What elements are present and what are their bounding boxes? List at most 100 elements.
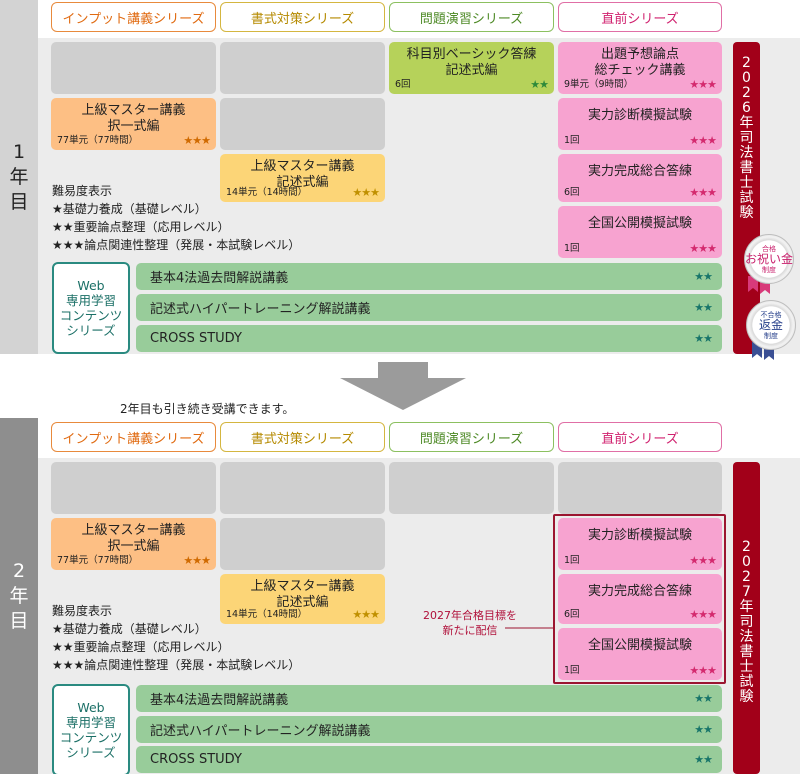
legend-title: 難易度表示 [52, 184, 113, 198]
note-line: 2027年合格目標を [423, 609, 517, 622]
course-master-written[interactable]: 上級マスター講義記述式編 14単元（14時間） ★★★ [220, 154, 385, 202]
course-national[interactable]: 全国公開模擬試験 1回 ★★★ [558, 206, 722, 258]
category-label: 問題演習シリーズ [419, 431, 524, 447]
year-1-label-1: 1 [12, 140, 26, 163]
exam-char: 試 [739, 674, 754, 690]
category-input-1: インプット講義シリーズ [51, 2, 216, 32]
year-2-label-1: 2 [12, 559, 26, 582]
course-completion[interactable]: 実力完成総合答練 6回 ★★★ [558, 154, 722, 202]
exam-char: 年 [739, 115, 754, 131]
course-title: 上級マスター講義択一式編 [81, 523, 186, 554]
difficulty-stars: ★★ [694, 332, 713, 345]
difficulty-stars: ★★★ [352, 608, 380, 621]
web-series-line: Web [77, 278, 105, 293]
web-series-line: Web [77, 700, 105, 715]
course-meta: 14単元（14時間） [226, 609, 308, 620]
note-connector-line [505, 627, 555, 629]
seal-text: 合格 [762, 244, 776, 253]
exam-char: 2 [742, 539, 751, 555]
exam-char: 験 [739, 689, 754, 705]
category-label: 書式対策シリーズ [250, 11, 355, 27]
legend-item: ★★★論点関連性整理（発展・本試験レベル） [52, 658, 301, 672]
web-course-label: CROSS STUDY [150, 752, 242, 767]
seal-text: 返金 [758, 317, 783, 332]
placeholder-box [51, 42, 216, 94]
category-final-1: 直前シリーズ [558, 2, 722, 32]
web-course-past-exam[interactable]: 基本4法過去問解説講義 ★★ [136, 263, 722, 290]
course-master-written-2[interactable]: 上級マスター講義記述式編 14単元（14時間） ★★★ [220, 574, 385, 624]
web-course-hyper-training-2[interactable]: 記述式ハイパートレーニング解説講義 ★★ [136, 716, 722, 743]
course-diagnosis-2[interactable]: 実力診断模擬試験 1回 ★★★ [558, 518, 722, 570]
difficulty-stars: ★★ [694, 692, 713, 705]
exam-char: 書 [739, 160, 754, 176]
legend-item: ★★★論点関連性整理（発展・本試験レベル） [52, 238, 301, 252]
exam-char: 年 [739, 599, 754, 615]
category-label: 問題演習シリーズ [419, 11, 524, 27]
difficulty-stars: ★★★ [689, 608, 717, 621]
web-course-past-exam-2[interactable]: 基本4法過去問解説講義 ★★ [136, 685, 722, 712]
new-delivery-note: 2027年合格目標を 新たに配信 [412, 608, 528, 638]
exam-char: 2 [742, 85, 751, 101]
course-national-2[interactable]: 全国公開模擬試験 1回 ★★★ [558, 628, 722, 680]
seal-text: 制度 [762, 265, 776, 274]
course-basic-drill[interactable]: 科目別ベーシック答練記述式編 6回 ★★ [389, 42, 554, 94]
course-meta: 1回 [564, 135, 580, 146]
difficulty-stars: ★★★ [689, 242, 717, 255]
year-2-label-3: 目 [9, 609, 29, 632]
exam-char: 2 [742, 55, 751, 71]
new-delivery-frame [553, 514, 726, 684]
legend-item: ★★重要論点整理（応用レベル） [52, 640, 230, 654]
year-1-label-2: 年 [9, 165, 29, 188]
year-2-bar: 2 年 目 [0, 418, 38, 774]
difficulty-stars: ★★★ [689, 186, 717, 199]
category-input-2: インプット講義シリーズ [51, 422, 216, 452]
course-meta: 6回 [395, 79, 411, 90]
course-title: 実力診断模擬試験 [587, 528, 692, 543]
placeholder-box [220, 98, 385, 150]
course-title: 全国公開模擬試験 [587, 216, 692, 231]
course-meta: 1回 [564, 555, 580, 566]
course-meta: 6回 [564, 609, 580, 620]
difficulty-stars: ★★★ [689, 554, 717, 567]
course-meta: 77単元（77時間） [57, 135, 139, 146]
difficulty-stars: ★★ [694, 270, 713, 283]
web-series-line: シリーズ [66, 323, 116, 338]
web-series-badge: Web 専用学習 コンテンツ シリーズ [52, 262, 130, 354]
course-master-choice-2[interactable]: 上級マスター講義択一式編 77単元（77時間） ★★★ [51, 518, 216, 570]
difficulty-stars: ★★ [694, 301, 713, 314]
course-diagnosis[interactable]: 実力診断模擬試験 1回 ★★★ [558, 98, 722, 150]
placeholder-box [220, 462, 385, 514]
year-1-label-3: 目 [9, 190, 29, 213]
difficulty-stars: ★★★ [689, 134, 717, 147]
course-title: 出題予想論点総チェック講義 [594, 47, 686, 78]
exam-char: 士 [739, 659, 754, 675]
web-course-label: 記述式ハイパートレーニング解説講義 [150, 724, 371, 739]
exam-char: 書 [739, 644, 754, 660]
web-course-label: 基本4法過去問解説講義 [150, 693, 289, 708]
exam-char: 6 [742, 100, 751, 116]
web-series-line: シリーズ [66, 745, 116, 760]
course-master-choice[interactable]: 上級マスター講義択一式編 77単元（77時間） ★★★ [51, 98, 216, 150]
web-series-line: コンテンツ [59, 730, 123, 745]
legend-item: ★基礎力養成（基礎レベル） [52, 622, 207, 636]
difficulty-stars: ★★★ [352, 186, 380, 199]
seal-text: お祝い金 [745, 251, 794, 266]
exam-char: 法 [739, 629, 754, 645]
course-meta: 1回 [564, 665, 580, 676]
web-course-label: CROSS STUDY [150, 331, 242, 346]
exam-2026-bar: 2 0 2 6 年 司 法 書 士 試 験 [733, 42, 760, 354]
course-title: 上級マスター講義記述式編 [250, 579, 355, 610]
web-course-hyper-training[interactable]: 記述式ハイパートレーニング解説講義 ★★ [136, 294, 722, 321]
course-completion-2[interactable]: 実力完成総合答練 6回 ★★★ [558, 574, 722, 624]
exam-2027-bar: 2 0 2 7 年 司 法 書 士 試 験 [733, 462, 760, 774]
web-series-line: 専用学習 [65, 293, 116, 308]
web-course-cross-study[interactable]: CROSS STUDY ★★ [136, 325, 722, 352]
exam-char: 0 [742, 554, 751, 570]
course-forecast[interactable]: 出題予想論点総チェック講義 9単元（9時間） ★★★ [558, 42, 722, 94]
difficulty-legend-2: 難易度表示 ★基礎力養成（基礎レベル） ★★重要論点整理（応用レベル） ★★★論… [52, 602, 300, 674]
course-meta: 1回 [564, 243, 580, 254]
difficulty-stars: ★★★ [183, 554, 211, 567]
category-label: 書式対策シリーズ [250, 431, 355, 447]
web-course-cross-study-2[interactable]: CROSS STUDY ★★ [136, 746, 722, 773]
difficulty-stars: ★★★ [689, 664, 717, 677]
